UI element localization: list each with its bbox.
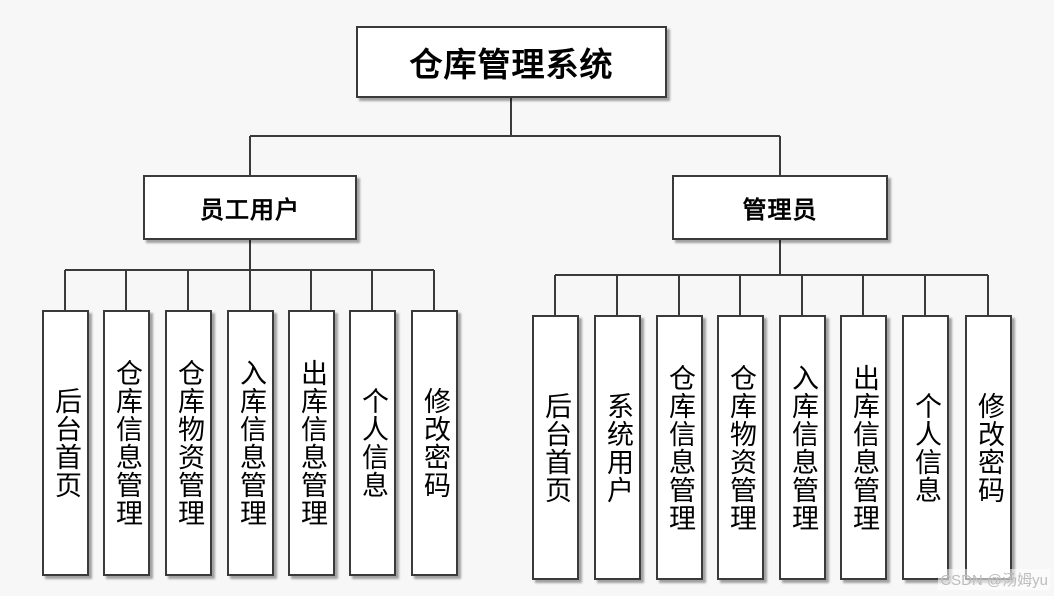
leaf-node: 个人信息 [349, 310, 396, 576]
watermark: CSDN @汤姆yu [938, 569, 1050, 590]
branch-label: 管理员 [742, 196, 818, 224]
leaf-node: 修改密码 [411, 310, 458, 576]
leaf-label: 个人信息 [910, 391, 941, 504]
leaf-node: 个人信息 [902, 315, 949, 580]
leaf-node: 后台首页 [532, 315, 579, 580]
leaf-node: 入库信息管理 [227, 310, 274, 576]
branch-label: 员工用户 [200, 196, 300, 224]
leaf-label: 修改密码 [973, 391, 1004, 504]
leaf-node: 出库信息管理 [840, 315, 887, 580]
leaf-label: 仓库信息管理 [664, 363, 695, 532]
leaf-label: 出库信息管理 [848, 363, 879, 532]
leaf-node: 仓库信息管理 [103, 310, 150, 576]
leaf-label: 仓库信息管理 [111, 359, 142, 527]
leaf-label: 入库信息管理 [787, 363, 818, 532]
leaf-node: 仓库信息管理 [656, 315, 703, 580]
leaf-node: 后台首页 [42, 310, 89, 576]
leaf-label: 后台首页 [540, 391, 571, 504]
root-label: 仓库管理系统 [409, 45, 614, 84]
leaf-label: 个人信息 [357, 387, 388, 499]
root-node: 仓库管理系统 [356, 26, 667, 98]
leaf-label: 仓库物资管理 [173, 359, 204, 527]
leaf-node: 仓库物资管理 [717, 315, 764, 580]
leaf-label: 出库信息管理 [296, 359, 327, 527]
leaf-node: 系统用户 [594, 315, 641, 580]
leaf-label: 后台首页 [50, 387, 81, 499]
leaf-node: 仓库物资管理 [165, 310, 212, 576]
leaf-node: 入库信息管理 [779, 315, 826, 580]
leaf-node: 修改密码 [965, 315, 1012, 580]
branch-node-employee: 员工用户 [143, 175, 357, 240]
leaf-label: 系统用户 [602, 391, 633, 504]
leaf-label: 入库信息管理 [235, 359, 266, 527]
leaf-node: 出库信息管理 [288, 310, 335, 576]
leaf-label: 仓库物资管理 [725, 363, 756, 532]
leaf-label: 修改密码 [419, 387, 450, 499]
branch-node-admin: 管理员 [672, 175, 888, 240]
